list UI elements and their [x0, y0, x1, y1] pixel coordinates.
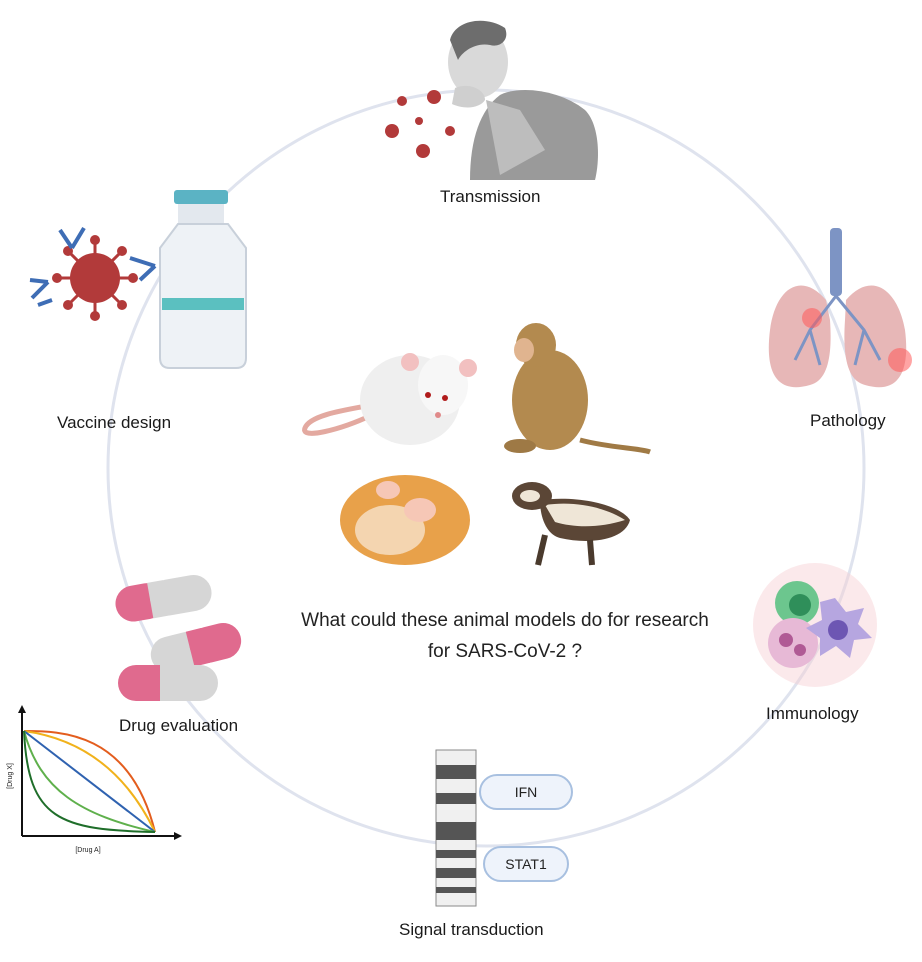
- topic-pathology: Pathology: [810, 411, 886, 430]
- topic-immunology: Immunology: [766, 704, 859, 723]
- isobologram-plot: [Drug A] [Drug X]: [7, 705, 182, 854]
- stat1-pill: [483, 846, 569, 882]
- capsules-icon: [115, 574, 242, 701]
- center-question-line2: for SARS-CoV-2 ?: [427, 641, 583, 662]
- center-question-line1: What could these animal models do for re…: [301, 610, 709, 631]
- plot-x-label: [Drug A]: [75, 847, 100, 854]
- topic-signal-transduction: Signal transduction: [399, 920, 544, 939]
- chromosome-bar-icon: [435, 749, 477, 907]
- vaccine-vial-icon: [159, 190, 247, 369]
- monkey-icon: [504, 323, 651, 455]
- ifn-pill: [479, 774, 573, 810]
- stat1-label: STAT1: [505, 856, 547, 872]
- virus-droplets-icon: [385, 90, 455, 158]
- immune-cells-icon: [753, 563, 877, 687]
- topic-transmission: Transmission: [440, 187, 541, 206]
- lungs-icon: [768, 228, 912, 388]
- ifn-label: IFN: [515, 784, 538, 800]
- center-question: What could these animal models do for re…: [230, 605, 780, 667]
- hamster-icon: [340, 475, 470, 565]
- rat-icon: [302, 353, 477, 445]
- coughing-person-icon: [448, 20, 598, 180]
- topic-drug-evaluation: Drug evaluation: [119, 716, 239, 735]
- plot-y-label: [Drug X]: [7, 763, 14, 789]
- topic-vaccine-design: Vaccine design: [57, 413, 172, 432]
- ferret-icon: [512, 482, 630, 566]
- virus-with-antibodies-icon: [29, 226, 157, 321]
